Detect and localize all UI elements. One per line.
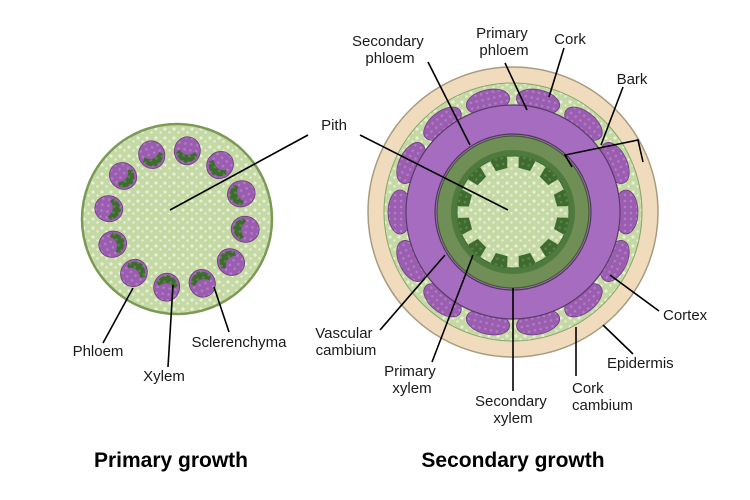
bundle-xylem bbox=[118, 169, 135, 188]
secondary-phloem-leader bbox=[427, 61, 471, 146]
vascular-bundle bbox=[94, 195, 124, 223]
vascular-bundle bbox=[98, 230, 128, 258]
cortex-label: Cortex bbox=[663, 307, 708, 324]
bark-label: Bark bbox=[617, 71, 648, 88]
primary-xylem-tooth bbox=[553, 188, 570, 207]
bundle-xylem bbox=[127, 261, 146, 278]
primary-xylem-tooth bbox=[456, 188, 472, 207]
primary-growth-caption: Primary growth bbox=[94, 449, 248, 472]
cork-cambium-label: Cork cambium bbox=[572, 380, 633, 414]
vascular-bundle bbox=[230, 215, 260, 243]
secondary-xylem-label: Secondary xylem bbox=[475, 393, 551, 427]
vascular-cambium-leader bbox=[379, 254, 446, 331]
primary-xylem-tooth bbox=[467, 238, 487, 258]
primary-xylem-tooth bbox=[489, 253, 508, 269]
sclerenchyma-leader bbox=[213, 286, 230, 333]
epidermis-label: Epidermis bbox=[607, 355, 674, 372]
bark-bracket bbox=[563, 139, 644, 168]
leader-lines bbox=[102, 47, 660, 391]
phloem-leader bbox=[102, 287, 134, 344]
primary-phloem-leader bbox=[504, 62, 528, 111]
primary-xylem-tooth bbox=[489, 155, 508, 172]
secondary-growth-caption: Secondary growth bbox=[421, 449, 604, 472]
secondary-primary-xylem-bundles bbox=[456, 155, 570, 269]
pith-leader-right bbox=[359, 134, 509, 211]
vascular-bundle bbox=[188, 268, 216, 298]
vascular-bundle bbox=[109, 162, 138, 190]
vascular-bundle bbox=[138, 140, 166, 170]
pith-leader-left bbox=[169, 134, 309, 211]
primary-xylem-label: Primary xylem bbox=[384, 363, 440, 397]
sclerenchyma-label: Sclerenchyma bbox=[191, 334, 287, 351]
phloem-label: Phloem bbox=[73, 343, 124, 360]
vascular-bundle bbox=[120, 258, 148, 287]
primary-xylem-tooth bbox=[467, 166, 487, 186]
primary-phloem-label: Primary phloem bbox=[476, 25, 532, 59]
primary-xylem-tooth bbox=[456, 217, 473, 236]
primary-xylem-tooth bbox=[539, 238, 559, 258]
primary-xylem-leader bbox=[431, 254, 474, 363]
primary-xylem-tooth bbox=[518, 155, 537, 171]
vascular-bundle bbox=[173, 136, 201, 166]
vascular-bundle bbox=[216, 248, 245, 276]
pith-label: Pith bbox=[321, 117, 347, 134]
xylem-leader bbox=[167, 284, 174, 368]
cork-leader bbox=[548, 47, 565, 98]
bundle-xylem bbox=[208, 160, 227, 177]
epidermis-leader bbox=[602, 324, 634, 355]
cortex-leader bbox=[609, 274, 660, 312]
bundle-xylem bbox=[190, 271, 212, 287]
primary-xylem-tooth bbox=[539, 166, 559, 186]
bundle-xylem bbox=[142, 151, 164, 167]
bundle-xylem bbox=[107, 198, 121, 221]
bundle-xylem bbox=[233, 217, 247, 240]
primary-growth-stem bbox=[80, 122, 274, 316]
primary-vascular-bundles bbox=[94, 136, 260, 302]
secondary-pith bbox=[456, 155, 570, 269]
bark-leader bbox=[600, 86, 624, 146]
primary-xylem-tooth bbox=[554, 217, 570, 236]
vascular-cambium-label: Vascular cambium bbox=[315, 325, 376, 359]
bundle-xylem bbox=[229, 184, 245, 206]
bundle-xylem bbox=[175, 149, 198, 163]
secondary-phloem-label: Secondary phloem bbox=[352, 33, 428, 67]
vascular-bundle bbox=[206, 151, 234, 180]
vascular-bundle bbox=[226, 180, 256, 208]
primary-xylem-tooth bbox=[518, 252, 537, 269]
xylem-label: Xylem bbox=[143, 368, 185, 385]
bundle-xylem bbox=[219, 250, 236, 269]
labels: Pith Phloem Xylem Sclerenchyma Secondary… bbox=[73, 25, 708, 472]
cork-label: Cork bbox=[554, 31, 586, 48]
secondary-growth-stem bbox=[367, 66, 659, 358]
bundle-xylem bbox=[109, 232, 125, 254]
